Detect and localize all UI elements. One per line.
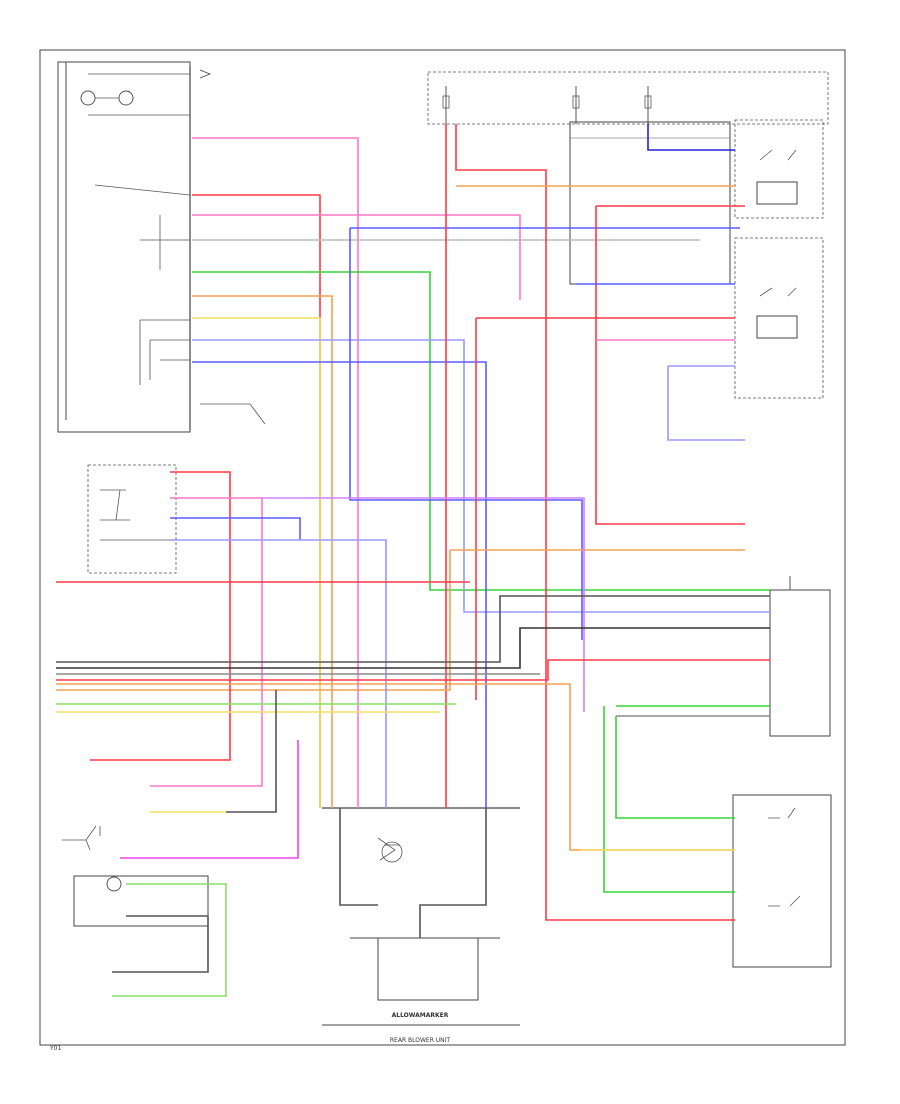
- blower-control-unit: [769, 589, 831, 737]
- wire-magenta-1: [120, 740, 299, 859]
- wire-lightblue-1: [192, 339, 770, 613]
- wire-pink-4: [150, 497, 263, 787]
- wire-darkblue-1: [647, 124, 735, 151]
- wire-red-3: [595, 206, 745, 525]
- wire-orange-4: [56, 550, 451, 691]
- wire-red-8: [56, 659, 770, 681]
- wire-blue-1: [192, 361, 487, 808]
- wire-gray-2: [56, 595, 770, 663]
- wire-gray-5: [226, 690, 277, 813]
- wire-red-6: [90, 471, 231, 761]
- footer-title: ALLOWAMARKER: [392, 1012, 449, 1019]
- wire-red-main-2: [455, 124, 735, 921]
- wire-violet-1: [262, 497, 585, 712]
- rear-mode-switch-module: [87, 464, 177, 574]
- rear-heater-relay: [734, 119, 824, 219]
- wire-green-5: [615, 716, 735, 819]
- code-label: Y01: [49, 1045, 61, 1052]
- wire-orange-1: [192, 295, 333, 808]
- illumination-lamp-icon: [80, 90, 96, 106]
- rear-control-lamp-module: [73, 875, 209, 927]
- wire-motor-2: [419, 808, 487, 938]
- wire-green-6: [112, 883, 227, 997]
- lamp-icon: [106, 876, 122, 892]
- wire-pink-2: [192, 214, 521, 300]
- rear-blower-unit: [732, 794, 832, 968]
- wire-orange-5: [56, 683, 735, 851]
- wire-lightblue-2: [667, 366, 745, 441]
- wire-black-1: [56, 627, 770, 669]
- wire-pink-top: [192, 137, 359, 808]
- wire-yellow-1: [192, 317, 321, 808]
- blower-relay-module: [569, 121, 731, 285]
- fuse-relay-box: [427, 71, 829, 125]
- wire-blue-3: [349, 228, 583, 640]
- wire-gray-6: [112, 915, 209, 973]
- diagram-frame: [39, 49, 846, 1046]
- wire-red-1: [192, 194, 321, 808]
- wire-green-1: [192, 271, 770, 591]
- indicator-lamp-icon: [118, 90, 134, 106]
- rear-blower-switch-module: [57, 61, 191, 433]
- air-compressor-relay: [734, 237, 824, 399]
- motor-icon: [381, 841, 403, 863]
- wire-green-4: [603, 706, 735, 893]
- wire-blue-5: [170, 517, 301, 540]
- blower-motor: [377, 937, 479, 1001]
- wire-motor-1: [339, 808, 378, 906]
- footer-subtitle: REAR BLOWER UNIT: [390, 1037, 451, 1044]
- wire-lightblue-4: [170, 539, 387, 808]
